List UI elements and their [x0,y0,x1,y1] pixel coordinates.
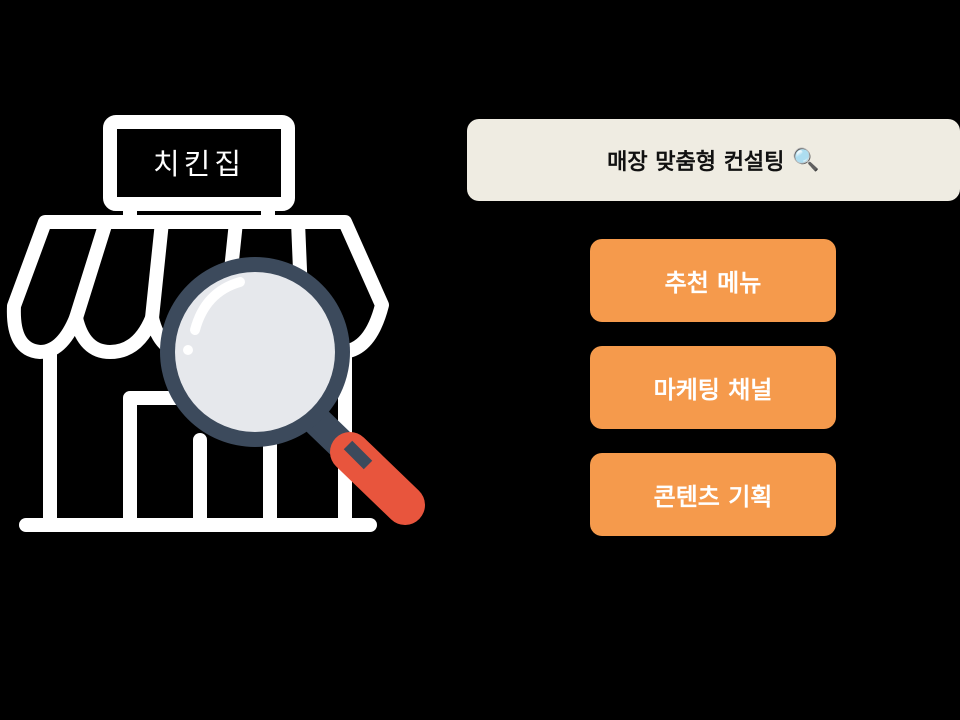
content-planning-button[interactable]: 콘텐츠 기획 [590,453,836,536]
store-sign-label: 치킨집 [152,147,246,181]
store-sign-board [103,115,295,211]
magnifying-glass-icon: 🔍 [792,147,820,173]
marketing-channel-button[interactable]: 마케팅 채널 [590,346,836,429]
marketing-channel-label: 마케팅 채널 [653,376,773,404]
content-planning-label: 콘텐츠 기획 [653,483,773,511]
recommended-menu-label: 추천 메뉴 [664,269,762,297]
title-banner: 매장 맞춤형 컨설팅 🔍 [467,119,960,201]
store-with-magnifier-illustration [6,115,425,532]
recommended-menu-button[interactable]: 추천 메뉴 [590,239,836,322]
magnifier-icon [160,257,425,525]
title-text: 매장 맞춤형 컨설팅 [607,150,785,175]
